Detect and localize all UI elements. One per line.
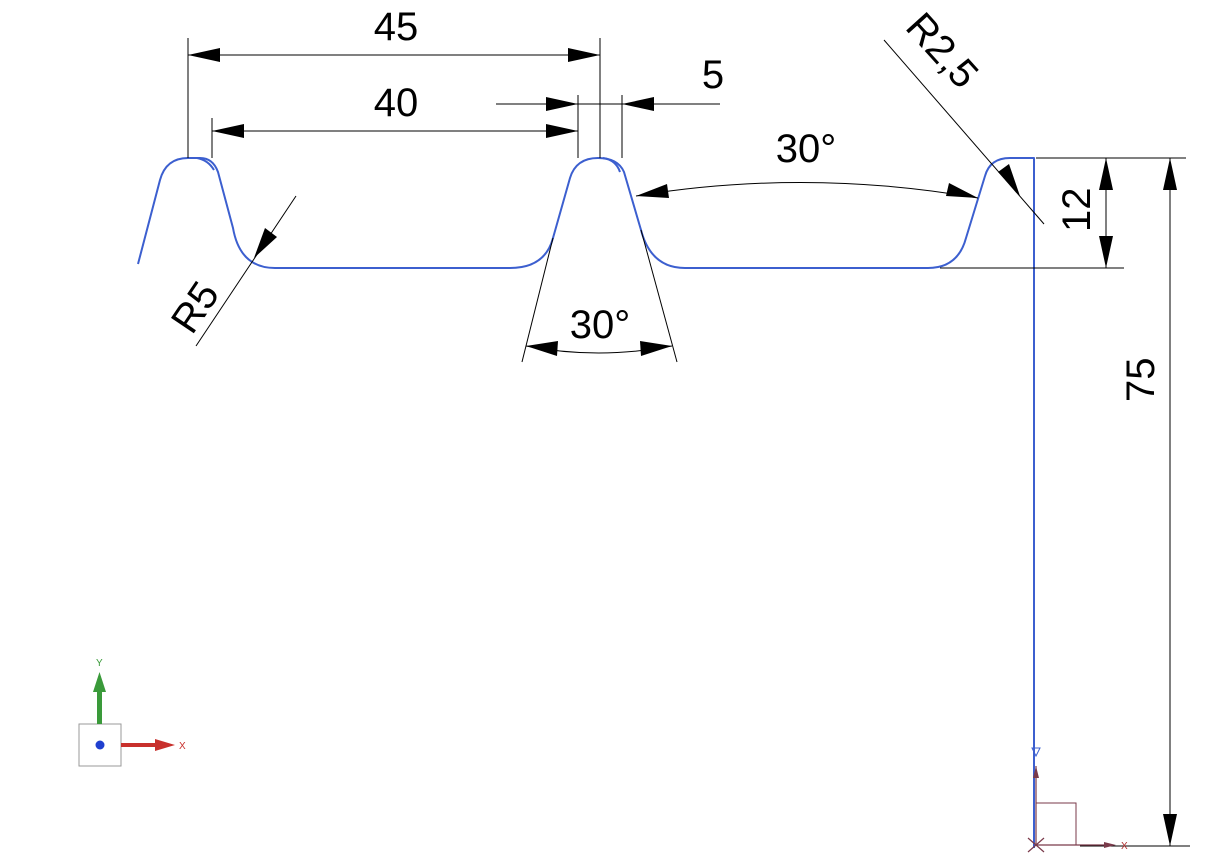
dimension-label: R5 bbox=[163, 274, 228, 341]
local-frame-box bbox=[1035, 802, 1077, 846]
local-x-label: X bbox=[1121, 841, 1128, 852]
profile-fillet-mid bbox=[602, 157, 621, 173]
profile-outline[interactable] bbox=[137, 157, 1035, 848]
dimension-label: 75 bbox=[1119, 358, 1163, 403]
arrow-head bbox=[1099, 158, 1113, 190]
arrow-head bbox=[568, 48, 600, 62]
arrow-head bbox=[998, 164, 1020, 196]
y-axis-arrow-icon[interactable] bbox=[93, 672, 106, 692]
dimension-label: 5 bbox=[702, 53, 724, 97]
dimension-12[interactable]: 12 bbox=[940, 157, 1186, 269]
dimension-5[interactable]: 5 bbox=[496, 53, 724, 158]
axis-triad[interactable]: Y X bbox=[78, 658, 186, 767]
arrow-head bbox=[1163, 814, 1177, 846]
dimension-angle-top[interactable]: 30° bbox=[635, 127, 979, 199]
dimension-label: 30° bbox=[776, 127, 837, 171]
local-y-arrow-icon bbox=[1033, 766, 1039, 778]
dimension-label: 30° bbox=[570, 303, 631, 347]
arrow-head bbox=[212, 124, 244, 138]
x-axis-arrow-icon[interactable] bbox=[155, 739, 175, 751]
local-x-arrow-icon bbox=[1104, 842, 1116, 848]
arrow-head bbox=[526, 341, 558, 356]
arrow-head bbox=[1099, 236, 1113, 268]
dimension-label: 40 bbox=[374, 81, 419, 125]
arrow-head bbox=[640, 341, 672, 356]
arrow-head bbox=[546, 124, 578, 138]
axis-origin-dot-icon bbox=[95, 740, 105, 750]
profile-fillet-left bbox=[196, 157, 215, 171]
arrow-head bbox=[946, 183, 978, 198]
dimension-label: 45 bbox=[374, 5, 419, 49]
sheet-profile[interactable] bbox=[137, 157, 1035, 848]
x-axis-shaft bbox=[121, 743, 157, 747]
y-axis-label: Y bbox=[96, 658, 103, 669]
dimension-45[interactable]: 45 bbox=[187, 5, 601, 158]
dimension-label: R2,5 bbox=[897, 5, 986, 97]
arrow-head bbox=[546, 97, 578, 111]
arrow-head bbox=[1163, 158, 1177, 190]
local-coordinate-frame[interactable]: X bbox=[1027, 747, 1128, 853]
end-marker-icon bbox=[1031, 747, 1041, 758]
arrow-head bbox=[622, 97, 654, 111]
dimension-angle-bottom[interactable]: 30° bbox=[521, 229, 678, 363]
dimension-75[interactable]: 75 bbox=[1080, 158, 1190, 847]
dimension-40[interactable]: 40 bbox=[211, 81, 579, 158]
dimension-label: 12 bbox=[1055, 188, 1099, 233]
arrow-head bbox=[188, 48, 220, 62]
arrow-head bbox=[254, 228, 277, 258]
x-axis-label: X bbox=[179, 741, 186, 752]
arrow-head bbox=[636, 184, 669, 198]
y-axis-shaft bbox=[97, 690, 102, 724]
